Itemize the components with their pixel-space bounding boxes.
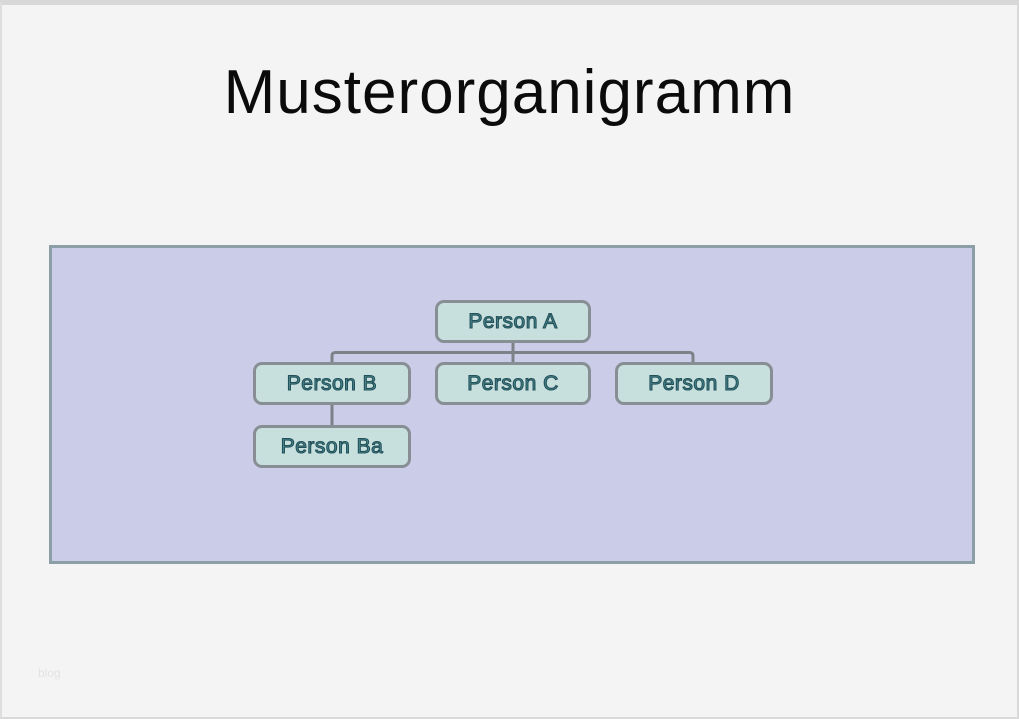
org-node-person-c: Person C (435, 362, 591, 405)
org-node-person-ba: Person Ba (253, 425, 411, 468)
org-node-person-a: Person A (435, 300, 591, 343)
org-node-person-b: Person B (253, 362, 411, 405)
watermark-text: blog (38, 666, 61, 680)
page-title: Musterorganigramm (223, 58, 796, 127)
org-node-person-d: Person D (615, 362, 773, 405)
